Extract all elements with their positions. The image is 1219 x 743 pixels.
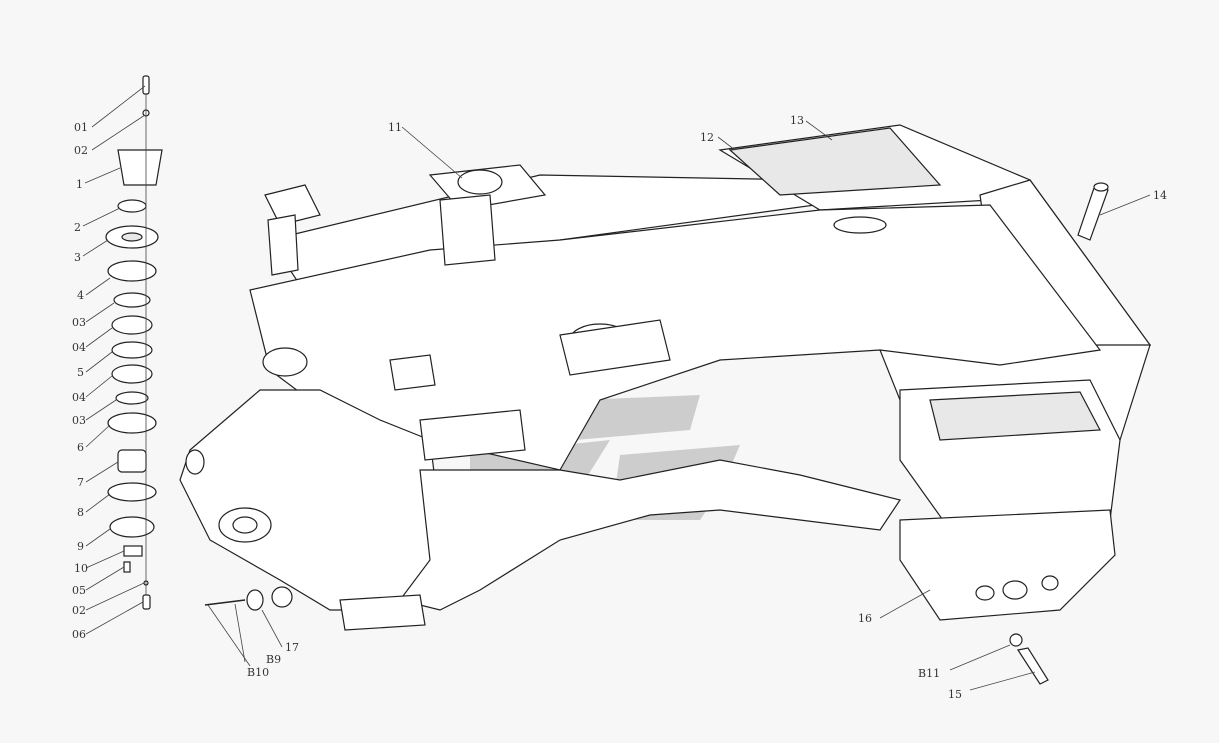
label-4: 4 (77, 289, 84, 302)
label-02b: 02 (72, 604, 86, 617)
label-b9: B9 (266, 653, 281, 666)
label-7: 7 (77, 476, 84, 489)
left-parts-stack (105, 75, 163, 610)
label-3: 3 (74, 251, 81, 264)
label-04: 04 (72, 341, 86, 354)
label-5: 5 (77, 366, 84, 379)
label-17: 17 (285, 641, 299, 654)
label-04b: 04 (72, 391, 86, 404)
main-frame (179, 124, 1152, 631)
label-8: 8 (77, 506, 84, 519)
label-1: 1 (76, 178, 83, 191)
label-16: 16 (858, 612, 872, 625)
label-b11: B11 (918, 667, 940, 680)
left-part-labels: 01 02 1 2 3 4 03 04 5 04 03 6 7 8 9 10 0… (72, 121, 88, 641)
loose-parts (204, 182, 1109, 685)
label-03b: 03 (72, 414, 86, 427)
label-6: 6 (77, 441, 84, 454)
label-01: 01 (74, 121, 88, 134)
label-05: 05 (72, 584, 86, 597)
label-10: 10 (74, 562, 88, 575)
label-b10: B10 (247, 666, 269, 679)
label-2: 2 (74, 221, 81, 234)
label-02: 02 (74, 144, 88, 157)
label-12: 12 (700, 131, 714, 144)
label-14: 14 (1153, 189, 1167, 202)
label-03: 03 (72, 316, 86, 329)
label-15: 15 (948, 688, 962, 701)
main-part-labels: 11 12 13 14 15 16 17 B9 B10 B11 (247, 114, 1167, 701)
label-11: 11 (388, 121, 402, 134)
label-06: 06 (72, 628, 86, 641)
label-13: 13 (790, 114, 804, 127)
leader-lines (82, 85, 1151, 691)
label-9: 9 (77, 540, 84, 553)
